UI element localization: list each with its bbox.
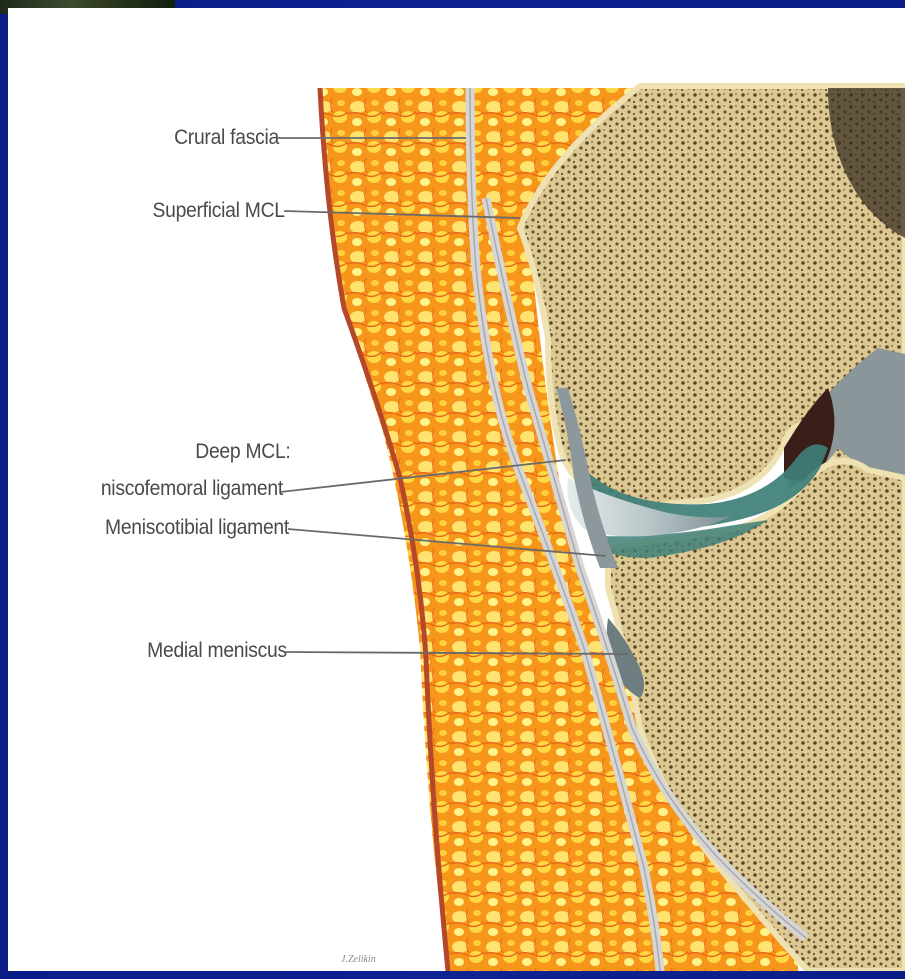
label-crural-fascia: Crural fascia [174, 126, 279, 150]
label-meniscofemoral-ligament: niscofemoral ligament [101, 477, 283, 501]
knee-anatomy-figure: Crural fascia Superficial MCL Deep MCL: … [8, 8, 905, 971]
label-meniscotibial-ligament: Meniscotibial ligament [105, 516, 289, 540]
label-deep-mcl: Deep MCL: [196, 440, 291, 464]
label-medial-meniscus: Medial meniscus [147, 639, 287, 663]
artist-signature: J.Zelikin [341, 954, 376, 965]
label-superficial-mcl: Superficial MCL [153, 199, 285, 223]
